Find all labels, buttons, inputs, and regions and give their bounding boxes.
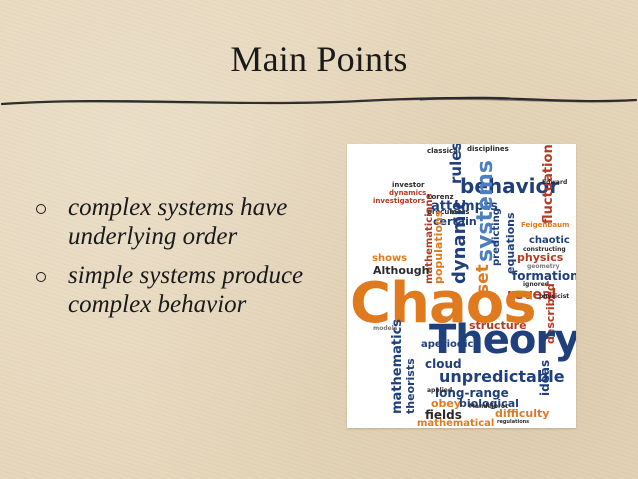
cloud-word: mathematics <box>390 318 405 414</box>
bullet-item: simple systems produce complex behavior <box>36 261 336 319</box>
chaos-theory-word-cloud: classical disciplines rules investor dyn… <box>347 144 576 428</box>
cloud-word: shows <box>372 253 408 264</box>
cloud-word: obey <box>431 397 462 410</box>
cloud-word: mathematical <box>417 418 495 429</box>
cloud-word: structure <box>469 319 527 332</box>
bullet-item: complex systems have underlying order <box>36 193 336 251</box>
cloud-word: theorists <box>404 358 417 414</box>
cloud-word: attempts <box>431 199 498 214</box>
cloud-word: long-range <box>435 386 509 400</box>
cloud-word: applied <box>427 387 453 394</box>
cloud-word: disciplines <box>467 145 509 153</box>
cloud-word: Edward <box>542 179 568 186</box>
cloud-word: ideas <box>538 359 552 396</box>
cloud-word: Although <box>373 264 430 277</box>
cloud-word: Feigenbaum <box>521 221 570 229</box>
cloud-word: aperiodic <box>421 339 474 350</box>
cloud-word: geometry <box>527 263 560 270</box>
cloud-word: equations <box>504 212 517 274</box>
cloud-word: behavior <box>460 174 560 198</box>
slide-title: Main Points <box>230 39 408 79</box>
cloud-word: biological <box>459 397 519 410</box>
cloud-word: Mandelbrot <box>469 403 508 410</box>
cloud-word: Lorenz <box>427 193 454 201</box>
cloud-word-main: Theory <box>429 317 576 363</box>
cloud-word: formation <box>512 269 576 283</box>
title-divider <box>0 96 638 106</box>
cloud-word: investigators <box>373 197 426 205</box>
cloud-word: classical <box>427 147 461 155</box>
cloud-word-main: Chaos <box>350 271 537 336</box>
cloud-word: chaotic <box>529 235 570 246</box>
cloud-word: precursors <box>427 208 470 216</box>
cloud-word: physics <box>517 251 564 264</box>
cloud-word: investor <box>392 181 425 189</box>
bullet-list: complex systems have underlying order si… <box>36 193 336 329</box>
cloud-word: ignored <box>523 281 550 288</box>
bullet-circle-icon <box>36 204 46 214</box>
cloud-word: fields <box>425 408 462 422</box>
cloud-word: regulations <box>497 419 530 425</box>
cloud-word: certain <box>433 215 477 228</box>
cloud-word: unpredictable <box>439 367 565 386</box>
cloud-word: models <box>373 325 398 332</box>
cloud-word: constructing <box>523 246 566 253</box>
cloud-word: physicist <box>539 293 570 300</box>
cloud-word: difficulty <box>495 407 550 420</box>
bullet-circle-icon <box>36 272 46 282</box>
bullet-text: complex systems have underlying order <box>68 194 288 250</box>
cloud-word: reveal <box>507 287 557 303</box>
cloud-word: cloud <box>425 357 462 371</box>
cloud-word: predicting <box>491 208 502 266</box>
bullet-text: simple systems produce complex behavior <box>68 262 304 318</box>
cloud-word: dynamics <box>389 189 427 197</box>
